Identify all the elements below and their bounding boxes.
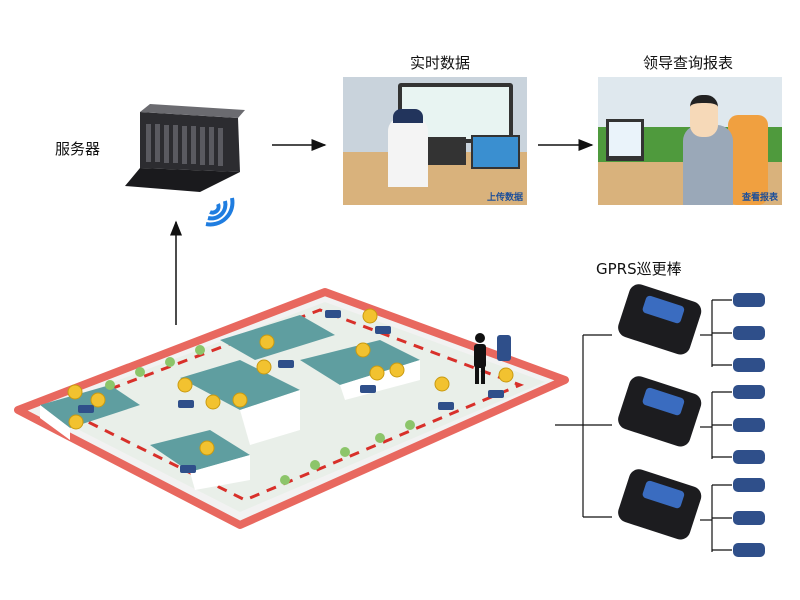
report-title: 领导查询报表 [643, 54, 734, 72]
campus-map-illustration [14, 288, 569, 529]
gprs-label: GPRS巡更棒 [596, 260, 682, 278]
server-rack-icon [125, 104, 245, 192]
checkpoint-tag-icon [733, 543, 765, 557]
realtime-caption: 上传数据 [486, 193, 523, 203]
server-label: 服务器 [55, 140, 101, 158]
leader-report-illustration: 查看报表 [598, 77, 782, 205]
realtime-title: 实时数据 [410, 54, 471, 72]
checkpoint-tag-icon [733, 418, 765, 432]
checkpoint-tag-icon [733, 326, 765, 340]
gprs-patrol-stick-icon [618, 376, 702, 447]
checkpoint-bracket [700, 484, 732, 552]
checkpoint-tag-icon [733, 478, 765, 492]
checkpoint-tag-icon [733, 385, 765, 399]
wireless-signal-icon [205, 197, 235, 227]
checkpoint-tag-icon [733, 511, 765, 525]
report-caption: 查看报表 [741, 193, 778, 203]
realtime-monitoring-illustration: 上传数据 [343, 77, 527, 205]
checkpoint-bracket [700, 299, 732, 367]
checkpoint-bracket [700, 391, 732, 459]
checkpoint-tag-icon [733, 293, 765, 307]
gprs-patrol-stick-icon [618, 284, 702, 355]
operator-figure [388, 117, 428, 187]
gprs-tree-lines [555, 334, 612, 518]
checkpoint-tag-icon [733, 358, 765, 372]
leader-figure [683, 125, 733, 205]
gprs-patrol-stick-icon [618, 469, 702, 540]
security-guard-figure [474, 333, 486, 384]
checkpoint-tag-icon [733, 450, 765, 464]
